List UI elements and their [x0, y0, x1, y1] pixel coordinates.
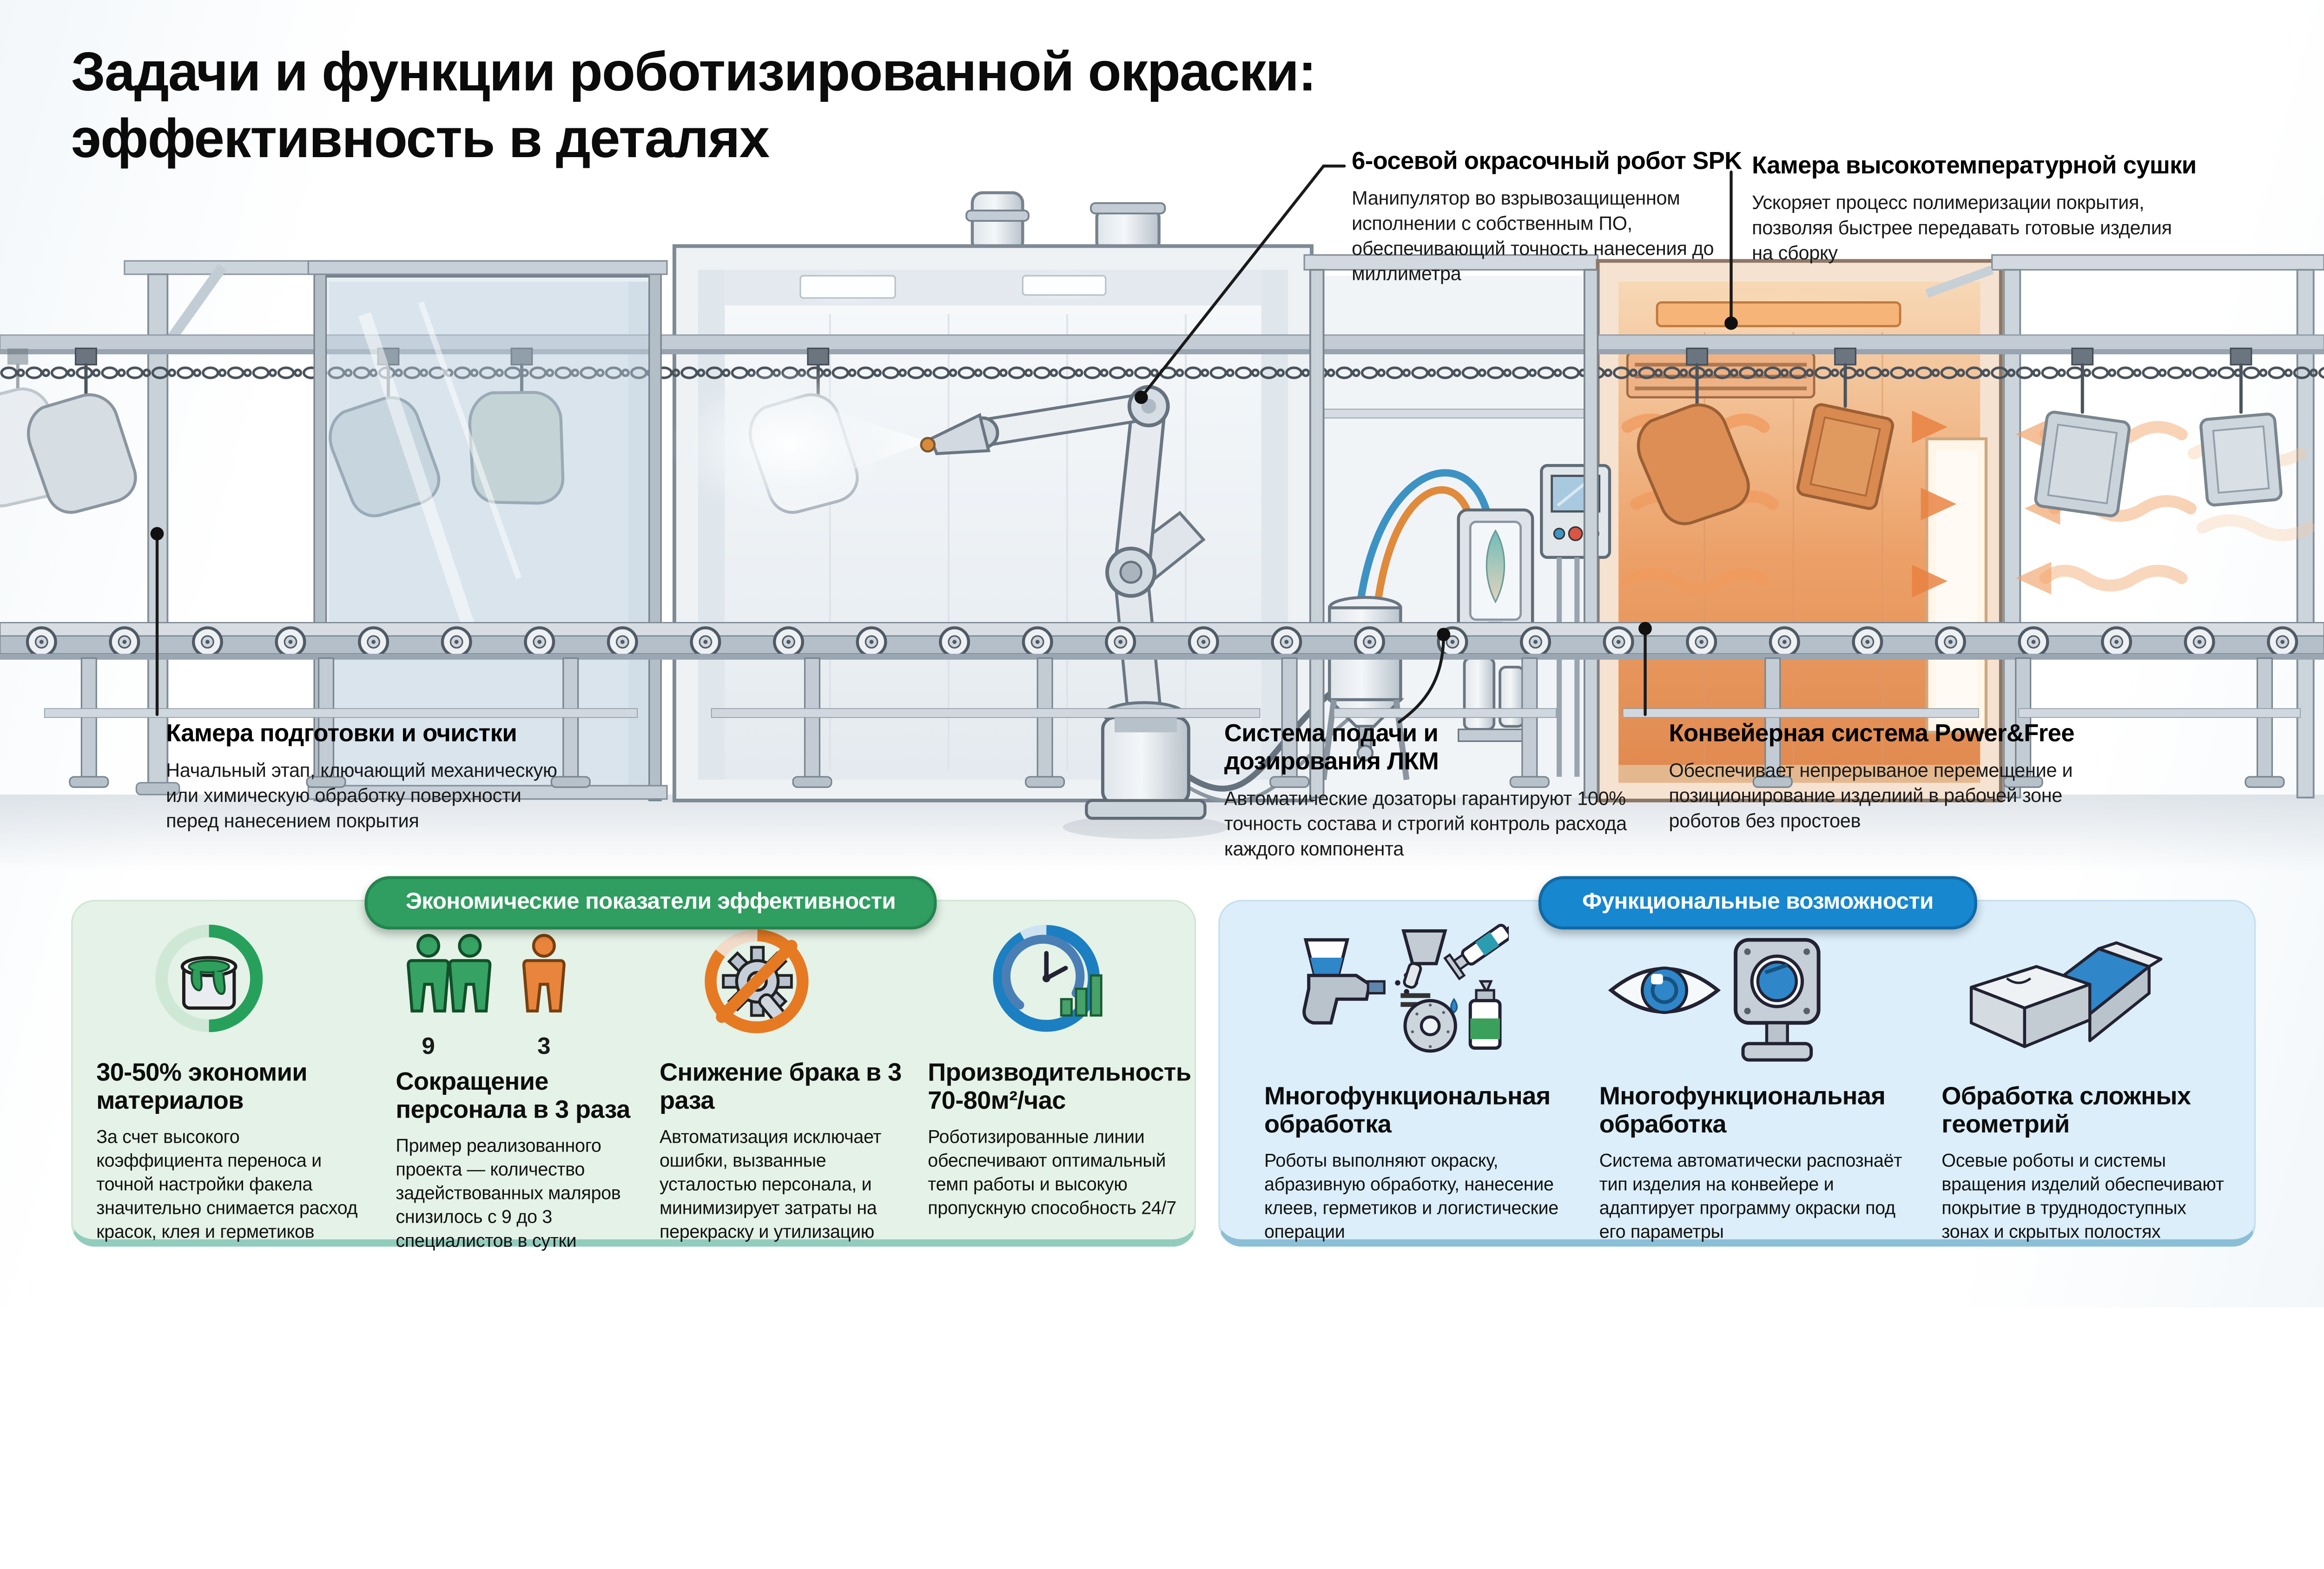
callout-conveyor: Конвейерная система Power&Free Обеспечив…	[1669, 721, 2114, 834]
callout-prep-title: Камера подготовки и очистки	[166, 720, 517, 748]
roller-conveyor	[0, 622, 2324, 788]
callout-prep-body: Начальный этап, ключающий механическую и…	[166, 759, 557, 832]
paint-bucket-ring-icon	[96, 922, 366, 1046]
callout-drying-title: Камера высокотемпературной сушки	[1752, 152, 2197, 179]
callout-robot: 6-осевой окрасочный робот SPK Манипулято…	[1352, 148, 1784, 287]
callout-prep: Камера подготовки и очистки Начальный эт…	[166, 721, 569, 834]
functional-item-geometry: Обработка сложных геометрий Осевые робот…	[1941, 922, 2238, 1244]
productivity-gauge-icon	[928, 922, 1182, 1046]
functional-item-vision: Многофункциональная обработка Система ав…	[1599, 922, 1918, 1244]
economic-item-materials: 30-50% экономии материалов За счет высок…	[96, 922, 366, 1244]
prep-booth-glass	[307, 260, 668, 801]
painters-before-count: 9	[422, 1034, 435, 1060]
callout-drying-body: Ускоряет процесс полимеризации покрытия,…	[1752, 191, 2172, 264]
page-title: Задачи и функции роботизированной окраск…	[71, 41, 1316, 169]
staff-reduction-icon: 9 3	[396, 931, 640, 1060]
functional-panel-header: Функциональные возможности	[1538, 876, 1977, 930]
callout-robot-body: Манипулятор во взрывозащищенном исполнен…	[1352, 187, 1714, 285]
vision-recognition-icon	[1599, 922, 1918, 1070]
economic-item-defects: Снижение брака в 3 раза Автоматизация ис…	[660, 922, 914, 1244]
callout-drying: Камера высокотемпературной сушки Ускоряе…	[1752, 152, 2197, 266]
complex-geometry-icon	[1941, 922, 2238, 1070]
infographic-canvas: Задачи и функции роботизированной окраск…	[0, 0, 2324, 1308]
callout-robot-title: 6-осевой окрасочный робот SPK	[1352, 148, 1742, 175]
economic-item-staff: 9 3 Сокращение персонала в 3 раза Пример…	[396, 922, 640, 1253]
multi-tool-icon	[1264, 922, 1578, 1070]
no-defects-gear-icon	[660, 922, 914, 1046]
economic-item-productivity: Производительность 70-80м²/час Роботизир…	[928, 922, 1191, 1220]
callout-supply-title: Система подачи и дозирования ЛКМ	[1224, 720, 1439, 776]
callout-supply-body: Автоматические дозаторы гарантируют 100%…	[1224, 788, 1627, 860]
callout-supply: Система подачи и дозирования ЛКМ Автомат…	[1224, 721, 1627, 863]
economic-panel-header: Экономические показатели эффективности	[364, 876, 937, 930]
painters-after-count: 3	[537, 1034, 551, 1060]
hanging-parts	[0, 347, 2283, 530]
production-line-illustration	[0, 191, 2324, 872]
functional-item-multitool: Многофункциональная обработка Роботы вып…	[1264, 922, 1578, 1244]
callout-conveyor-body: Обеспечивает непрерываное перемещение и …	[1669, 759, 2073, 832]
callout-conveyor-title: Конвейерная система Power&Free	[1669, 720, 2075, 748]
